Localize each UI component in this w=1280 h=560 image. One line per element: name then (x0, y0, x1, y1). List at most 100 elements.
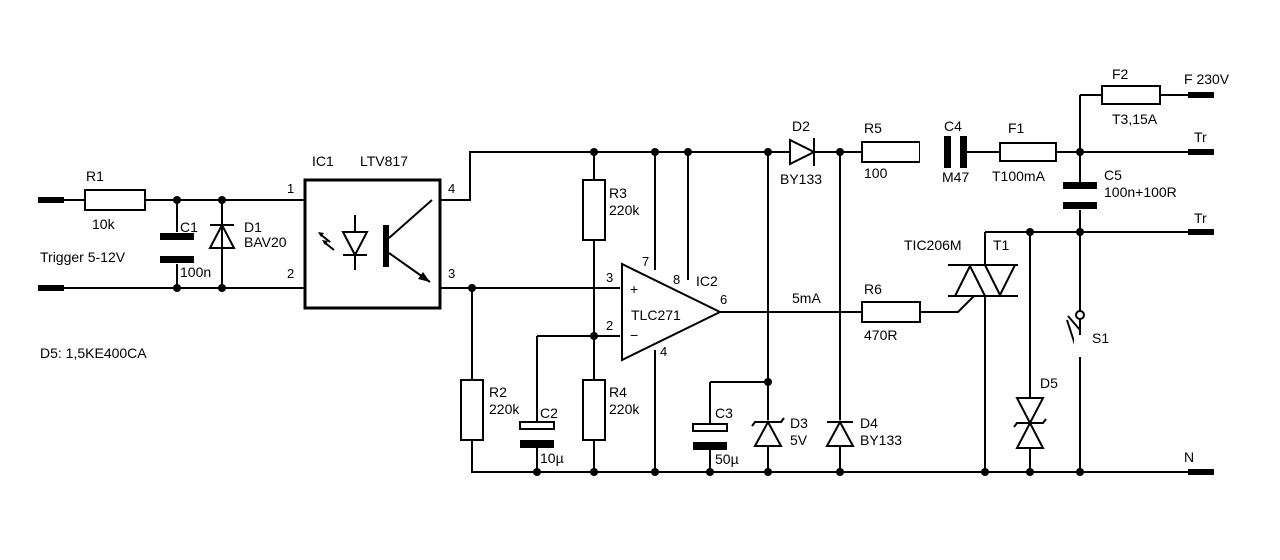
ic2-pin-3: 3 (606, 270, 613, 285)
c4-plate-right (960, 136, 967, 168)
d4-ref: D4 (860, 415, 878, 431)
c5-value: 100n+100R (1104, 184, 1177, 200)
current-label: 5mA (792, 290, 821, 306)
r3-value: 220k (609, 202, 640, 218)
switch-branch-wires (1066, 95, 1081, 472)
ic2-pin-2: 2 (606, 318, 613, 333)
c5-ref: C5 (1104, 167, 1122, 183)
f2-fuse (1101, 85, 1161, 105)
tr-top-label: Tr (1194, 129, 1207, 145)
f2-ref: F2 (1112, 66, 1129, 82)
ic2-pin-7: 7 (642, 254, 649, 269)
c4-plate-left (944, 136, 951, 168)
c5-plate-bottom (1063, 202, 1097, 209)
s1-contact-top (1075, 310, 1085, 320)
s1-ref: S1 (1092, 330, 1109, 346)
f2-value: T3,15A (1112, 111, 1158, 127)
ic2-ref: IC2 (696, 273, 718, 289)
led-icon (318, 215, 369, 270)
ic2-plus: + (630, 281, 638, 297)
r4-ref: R4 (609, 384, 627, 400)
trigger-terminal-top (38, 197, 64, 203)
d5-tvs-diode (1013, 397, 1047, 449)
d3-value: 5V (790, 432, 808, 448)
c2-plate-top (519, 421, 555, 430)
r2-value: 220k (489, 401, 520, 417)
f1-value: T100mA (992, 168, 1046, 184)
s1-gap (1074, 335, 1086, 360)
d1-ref: D1 (244, 219, 262, 235)
r4-resistor (582, 379, 606, 441)
r6-resistor (861, 301, 921, 323)
tr-bottom-label: Tr (1194, 210, 1207, 226)
c4-gap (920, 140, 960, 164)
d2-diode (789, 138, 817, 166)
r6-value: 470R (864, 327, 897, 343)
ic1-value: LTV817 (360, 153, 408, 169)
f1-ref: F1 (1008, 120, 1025, 136)
c2-plate-bottom (520, 440, 554, 448)
r3-ref: R3 (609, 185, 627, 201)
r1-resistor (84, 189, 146, 211)
c2-ref: C2 (540, 405, 558, 421)
r5-ref: R5 (864, 120, 882, 136)
t1-ref: T1 (993, 237, 1010, 253)
trigger-label: Trigger 5-12V (40, 249, 126, 265)
ic1-pin-2: 2 (287, 266, 294, 281)
r1-value: 10k (92, 216, 116, 232)
d2-value: BY133 (780, 171, 822, 187)
r5-resistor (861, 141, 921, 163)
d4-diode (825, 419, 855, 447)
c3-value: 50µ (715, 451, 739, 467)
ic1-ref: IC1 (312, 153, 334, 169)
c1-plate-top (160, 233, 194, 240)
r2-resistor (460, 379, 484, 441)
c4-ref: C4 (944, 118, 962, 134)
r3-resistor (582, 179, 606, 241)
r4-value: 220k (609, 401, 640, 417)
ic2-pin-6: 6 (720, 292, 727, 307)
ic2-pin-8: 8 (673, 272, 680, 287)
trigger-terminal-bottom (38, 285, 64, 291)
c2-value: 10µ (540, 450, 564, 466)
d3-zener-diode (751, 417, 785, 447)
r1-ref: R1 (86, 168, 104, 184)
c1-ref: C1 (180, 219, 198, 235)
n-label: N (1184, 449, 1194, 465)
ic1-pin-4: 4 (448, 181, 455, 196)
phototransistor-icon (383, 199, 433, 283)
d1-diode (208, 222, 236, 249)
ic1-pin-3: 3 (448, 266, 455, 281)
ic2-pin-4: 4 (660, 344, 667, 359)
d1-value: BAV20 (244, 234, 287, 250)
ic2-opamp (621, 262, 723, 362)
d2-ref: D2 (792, 118, 810, 134)
junction-dots-input (173, 196, 226, 292)
gate-drive-wire (720, 294, 976, 313)
f230-label: F 230V (1184, 71, 1230, 87)
ic1-pin-1: 1 (287, 181, 294, 196)
r5-value: 100 (864, 165, 888, 181)
t1-value: TIC206M (904, 237, 962, 253)
r6-ref: R6 (864, 281, 882, 297)
tr-top-terminal (1188, 149, 1214, 155)
ground-rail (471, 288, 1200, 473)
ic2-value: TLC271 (631, 307, 681, 323)
d4-value: BY133 (860, 432, 902, 448)
ic2-minus: − (630, 327, 638, 343)
tr-bottom-terminal (1188, 229, 1214, 235)
f1-fuse (999, 142, 1057, 162)
t1-triac (948, 263, 1018, 298)
c5-plate-top (1063, 182, 1097, 189)
c4-value: M47 (942, 169, 969, 185)
d5-ref: D5 (1040, 375, 1058, 391)
d3-ref: D3 (790, 415, 808, 431)
d5-note: D5: 1,5KE400CA (40, 345, 147, 361)
f230-terminal (1188, 92, 1214, 98)
n-terminal (1188, 469, 1214, 475)
c3-plate-bottom (693, 442, 727, 450)
junction-dots (468, 148, 1084, 476)
c3-plate-top (692, 423, 728, 432)
c1-plate-bottom (160, 256, 194, 263)
